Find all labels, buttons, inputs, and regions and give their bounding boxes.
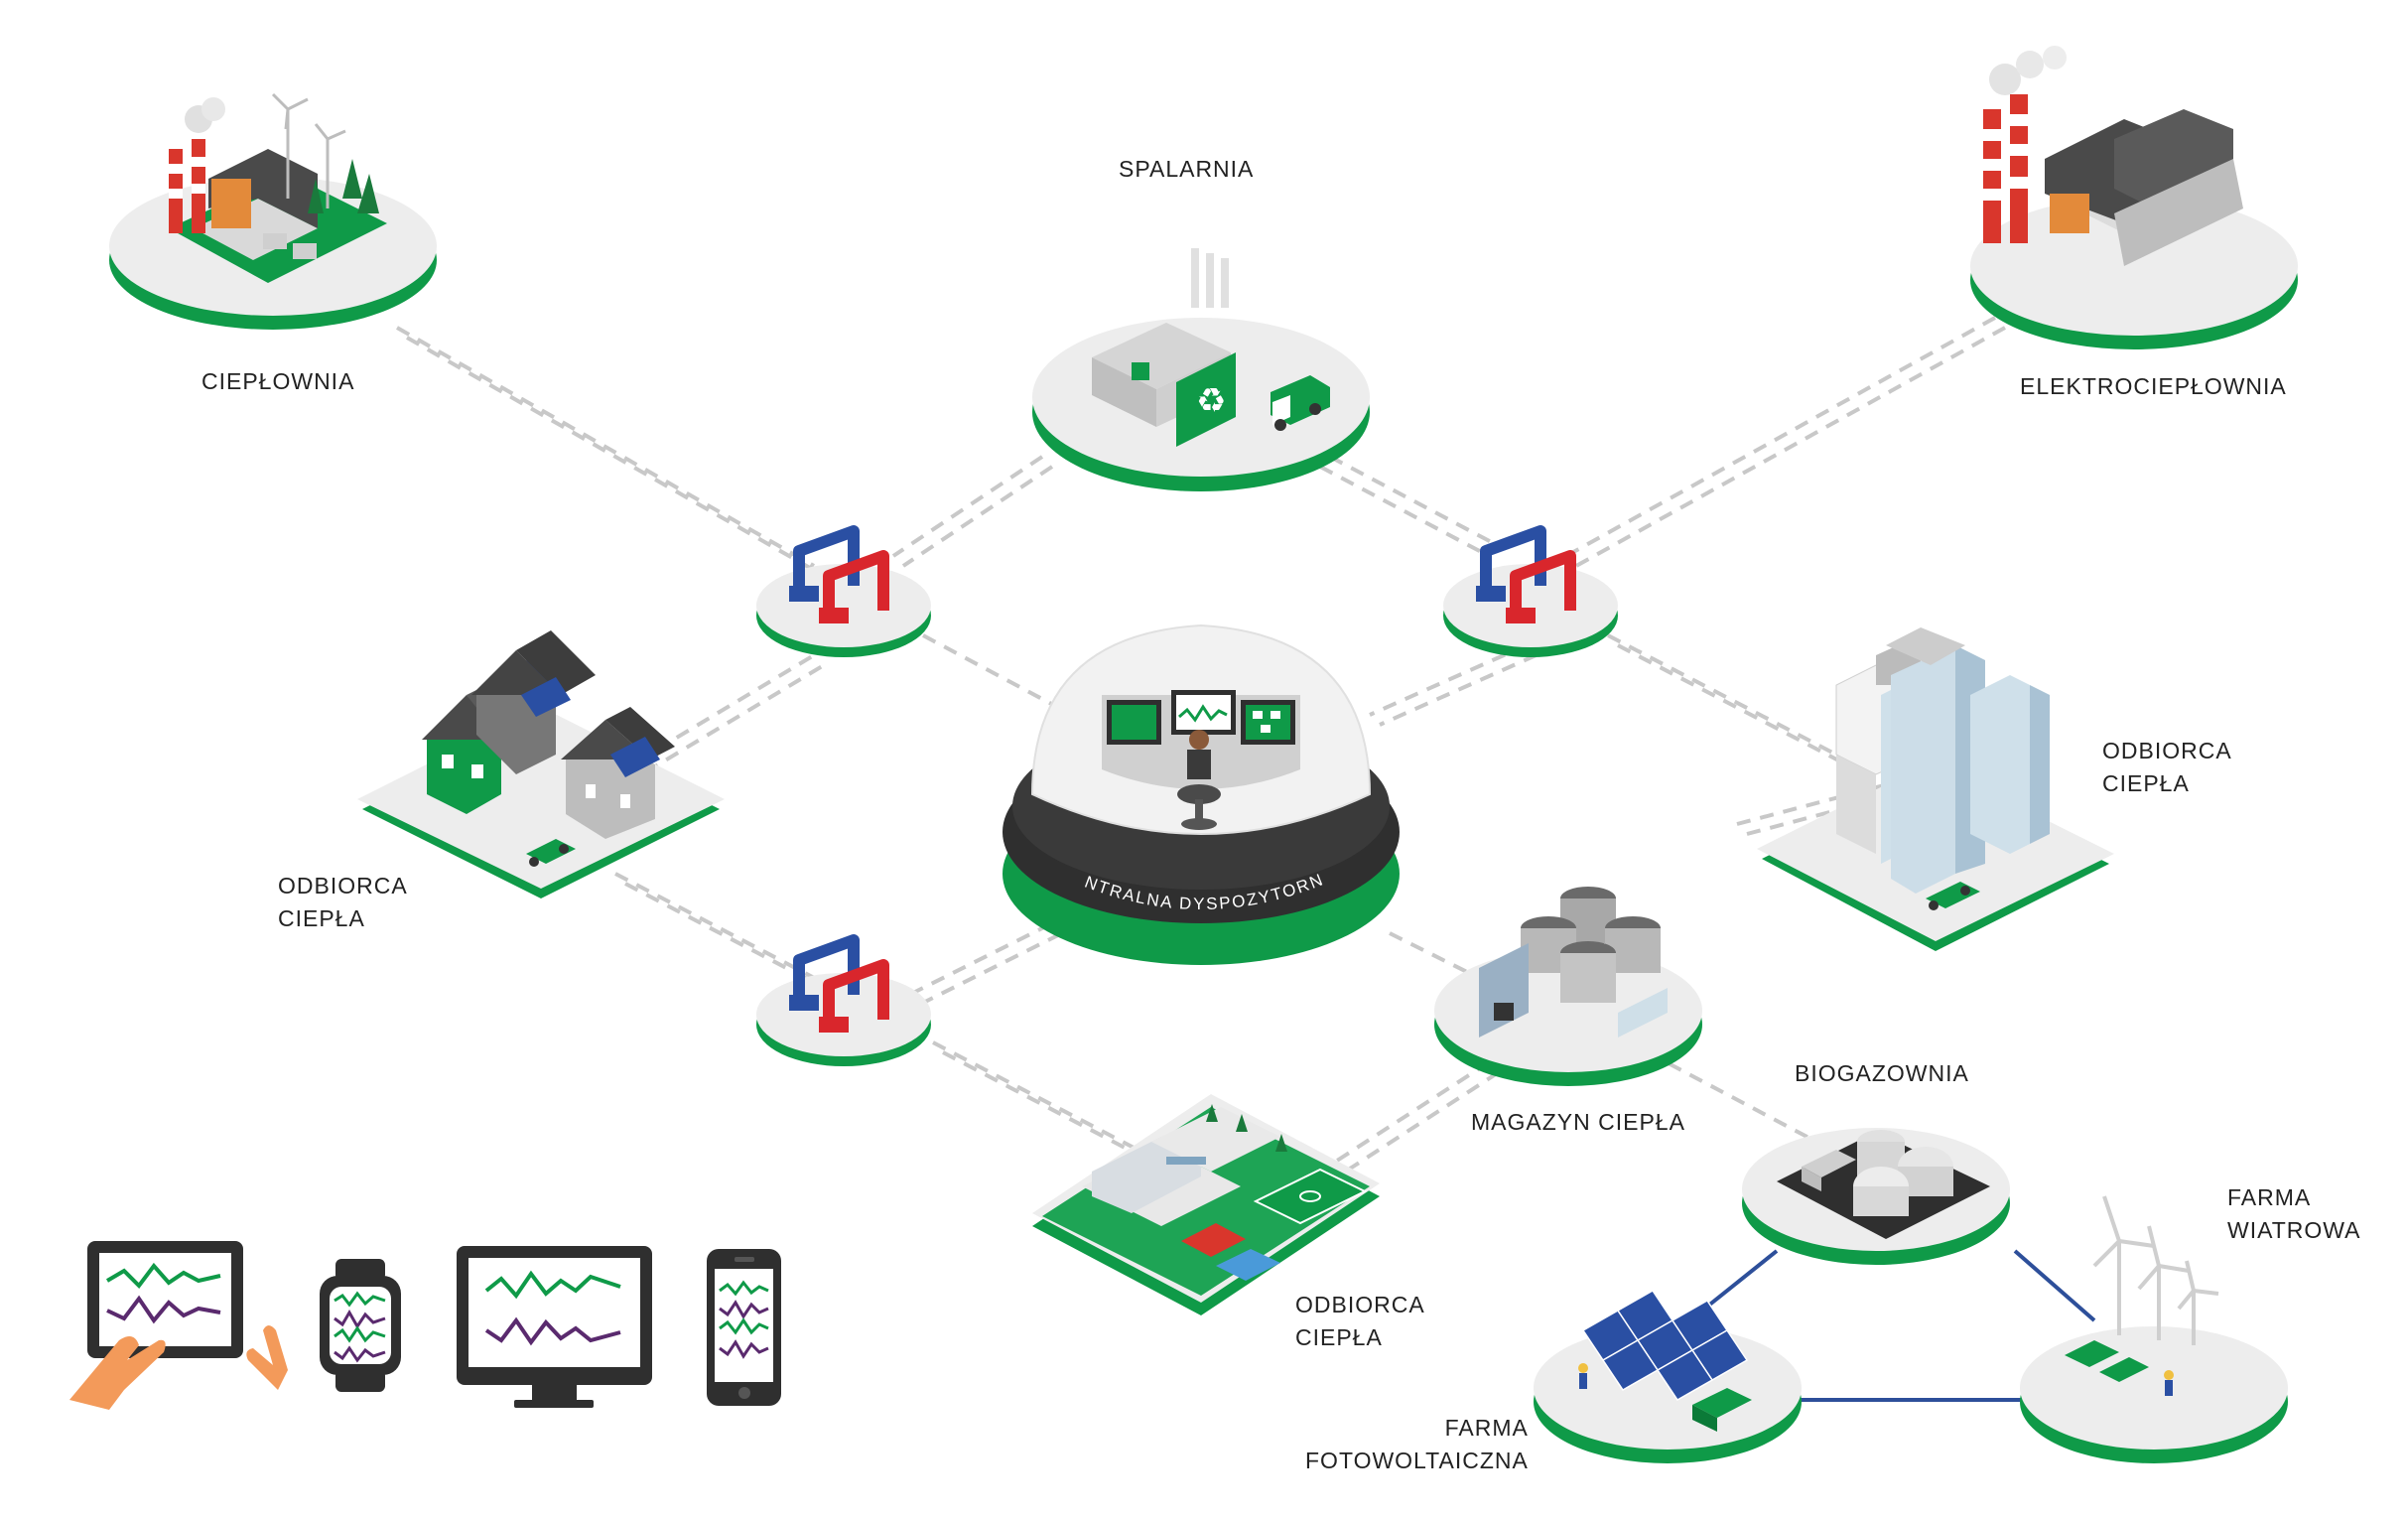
- campus-node[interactable]: [1032, 1094, 1380, 1315]
- houses-node[interactable]: [357, 630, 725, 898]
- farma-wiatrowa-node[interactable]: [2020, 1195, 2288, 1463]
- heat-exchanger-icon: [1476, 525, 1576, 623]
- heat-storage-icon: [1479, 887, 1668, 1037]
- biogas-plant-icon: [1802, 1130, 1953, 1216]
- control-room-icon: [1102, 690, 1300, 830]
- magazyn-ciepla-node[interactable]: [1434, 887, 1702, 1086]
- biogazownia-label: BIOGAZOWNIA: [1795, 1060, 1969, 1086]
- power-plant-icon: [1983, 46, 2243, 266]
- biogazownia-node[interactable]: [1742, 1128, 2010, 1265]
- farma-fotowoltaiczna-node[interactable]: [1534, 1290, 1802, 1463]
- cieplownia-node[interactable]: [109, 92, 437, 330]
- spalarnia-node[interactable]: ♻: [1032, 248, 1370, 491]
- solar-panel-icon: [1581, 1290, 1749, 1401]
- monitor-icon: [457, 1246, 652, 1408]
- tablet-icon: [69, 1241, 288, 1410]
- heat-exchanger-node-left-bottom[interactable]: [756, 934, 931, 1066]
- heat-exchanger-node-right-top[interactable]: [1443, 525, 1618, 657]
- office-buildings-icon: [1835, 627, 2050, 910]
- connection-lines: [396, 316, 2006, 1183]
- smartwatch-icon: [320, 1259, 401, 1392]
- campus-icon: [1082, 1107, 1368, 1281]
- factory-icon: [169, 97, 318, 260]
- svg-text:♻: ♻: [1196, 381, 1226, 421]
- heat-exchanger-node-left-top[interactable]: [756, 525, 931, 657]
- elektrocieplownia-node[interactable]: [1970, 46, 2298, 349]
- houses-icon: [422, 630, 675, 867]
- smartphone-icon: [707, 1249, 781, 1406]
- heat-exchanger-icon: [789, 934, 889, 1033]
- trees-icon: [308, 159, 379, 213]
- cieplownia-label: CIEPŁOWNIA: [201, 368, 355, 394]
- renewable-links: [1700, 1249, 2096, 1402]
- wind-turbine-icon: [271, 92, 346, 208]
- elektrocieplownia-label: ELEKTROCIEPŁOWNIA: [2020, 373, 2287, 399]
- trees-icon: [1206, 1104, 1287, 1152]
- heat-exchanger-icon: [789, 525, 889, 623]
- office-node[interactable]: [1757, 627, 2114, 951]
- incinerator-icon: ♻: [1092, 248, 1330, 447]
- wind-turbine-icon: [2092, 1195, 2219, 1345]
- magazyn-label: MAGAZYN CIEPŁA: [1471, 1109, 1685, 1135]
- spalarnia-label: SPALARNIA: [1119, 156, 1255, 182]
